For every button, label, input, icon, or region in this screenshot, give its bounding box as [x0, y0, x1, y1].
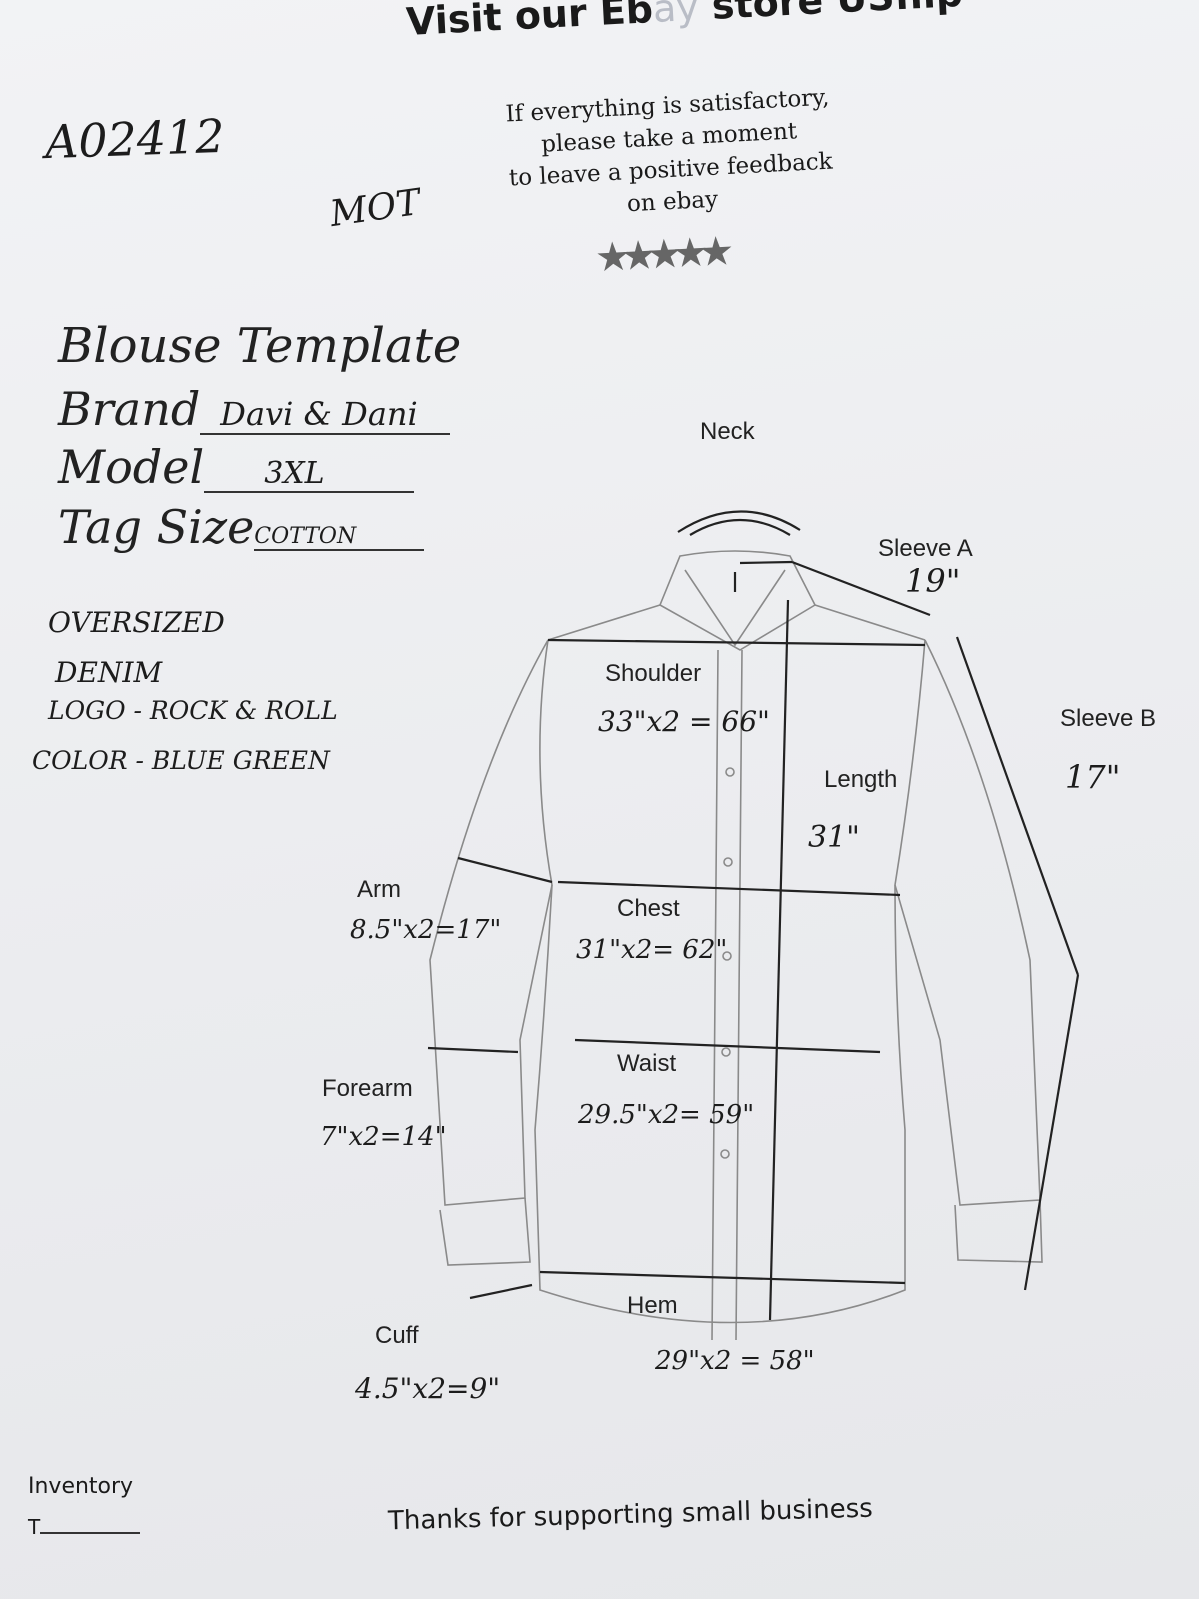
note-logo: LOGO - ROCK & ROLL [48, 696, 338, 725]
neck-label: Neck [700, 418, 755, 445]
note-color: COLOR - BLUE GREEN [32, 746, 330, 775]
sleeve-a-value: 19" [905, 562, 961, 600]
hem-label: Hem [627, 1292, 678, 1319]
inventory-field: T [28, 1514, 141, 1539]
length-label: Length [824, 766, 898, 793]
sleeve-a-label: Sleeve A [878, 535, 973, 562]
forearm-label: Forearm [322, 1075, 413, 1102]
tag-size-label: Tag Size [58, 500, 255, 554]
hem-value: 29"x2 = 58" [655, 1346, 815, 1376]
inventory-prefix: T [28, 1515, 41, 1539]
tag-size-field: Tag SizeCOTTON [58, 500, 425, 554]
waist-label: Waist [617, 1050, 677, 1077]
sleeve-b-value: 17" [1065, 758, 1121, 796]
chest-value: 31"x2= 62" [576, 935, 728, 965]
cuff-label: Cuff [375, 1322, 419, 1349]
cuff-value: 4.5"x2=9" [355, 1372, 501, 1405]
brand-value: Davi & Dani [200, 395, 451, 435]
inventory-label: Inventory [28, 1474, 134, 1499]
length-value: 31" [808, 820, 860, 855]
note-oversized: OVERSIZED [48, 606, 225, 639]
waist-value: 29.5"x2= 59" [578, 1100, 755, 1130]
arm-value: 8.5"x2=17" [350, 915, 502, 945]
arm-label: Arm [357, 876, 401, 903]
shoulder-label: Shoulder [605, 660, 702, 687]
chest-label: Chest [617, 895, 680, 922]
forearm-value: 7"x2=14" [320, 1122, 447, 1152]
model-label: Model [58, 440, 205, 494]
sleeve-b-label: Sleeve B [1060, 705, 1157, 732]
shoulder-value: 33"x2 = 66" [598, 705, 770, 738]
brand-label: Brand [58, 382, 201, 436]
template-title: Blouse Template [58, 318, 462, 374]
model-value: 3XL [204, 456, 415, 493]
tag-size-value: COTTON [254, 524, 425, 551]
note-denim: DENIM [55, 656, 163, 689]
